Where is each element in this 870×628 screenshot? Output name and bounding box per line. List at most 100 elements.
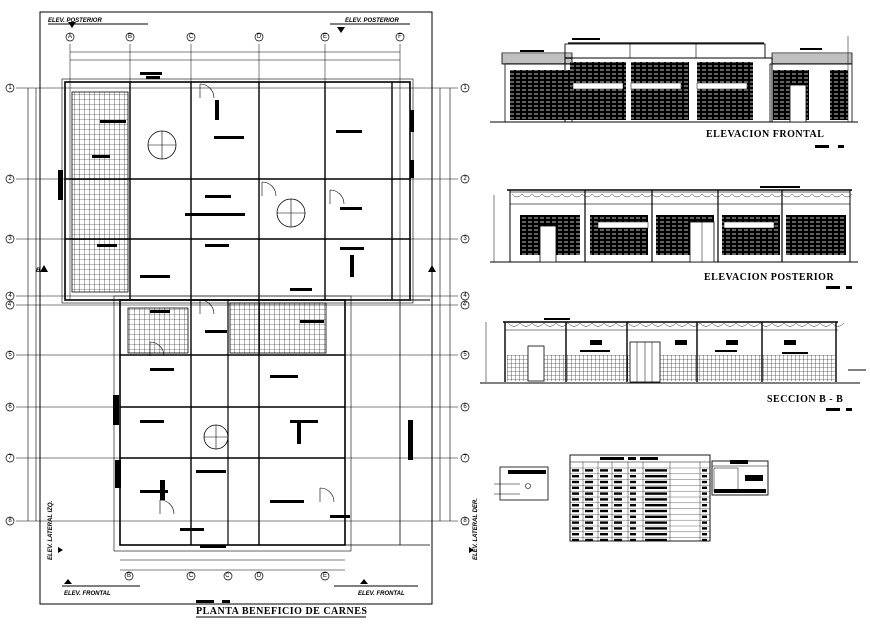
truss-arc [761, 193, 773, 198]
truss-arc [543, 322, 557, 327]
annotation-label-block [630, 515, 636, 518]
annotation-label-block [614, 475, 622, 478]
annotation-label-block [645, 533, 667, 536]
truss-arc [735, 322, 749, 327]
truss-arc [771, 193, 783, 198]
truss-arc [651, 322, 665, 327]
section-door [527, 345, 545, 382]
annotation-label-block [205, 244, 229, 247]
axis-bubble-label: D [257, 573, 262, 579]
annotation-label-block [100, 120, 126, 123]
annotation-label-block [585, 521, 593, 524]
truss-arc [531, 322, 545, 327]
truss-arc [781, 193, 793, 198]
annotation-label-block [600, 480, 608, 484]
axis-bubble-circle [460, 174, 470, 184]
clerestory [509, 191, 851, 205]
truss-arc [651, 193, 663, 198]
truss-arc [591, 322, 605, 327]
truss-arc [621, 193, 633, 198]
truss-arc [699, 322, 713, 327]
annotation-label-block [645, 480, 667, 484]
axis-bubble-circle [460, 350, 470, 360]
annotation-label-block [630, 521, 636, 524]
row-axis-bubble-right: 5 [460, 350, 470, 360]
annotation-label-block [702, 486, 707, 489]
row-axis-bubble-right: 4 [460, 291, 470, 301]
truss-arc [723, 322, 737, 327]
row-axis-bubble-left: 7 [5, 453, 15, 463]
annotation-label-block [290, 420, 318, 423]
annotation-label-block [572, 504, 579, 507]
axis-bubble-circle [186, 32, 196, 42]
annotation-label-block [196, 470, 226, 473]
axis-bubble-label: 6 [463, 404, 467, 410]
annotation-label-block [572, 486, 579, 489]
axis-bubble-label: 5 [463, 352, 467, 358]
annotation-label-block [745, 475, 763, 481]
section-arrow [428, 265, 436, 272]
annotation-label-block [630, 533, 636, 536]
annotation-label-block [336, 130, 362, 133]
axis-bubble-circle [124, 571, 134, 581]
window-grille [570, 62, 626, 120]
truss-arc [801, 193, 813, 198]
annotation-label-block [140, 275, 170, 278]
bottom-axis-bubble: C' [223, 571, 233, 581]
axis-bubble-label: D [257, 34, 262, 40]
row-axis-bubble-right: 2 [460, 174, 470, 184]
axis-bubble-circle [5, 516, 15, 526]
annotation-label-block [585, 533, 593, 536]
annotation-label-block [572, 480, 579, 484]
row-axis-bubble-left: 5 [5, 350, 15, 360]
axis-bubble-circle [5, 291, 15, 301]
truss-arc [759, 322, 773, 327]
truss-arc [771, 322, 785, 327]
bottom-axis-bubble: B [124, 571, 134, 581]
truss-arc [701, 193, 713, 198]
axis-bubble-label: C [189, 34, 194, 40]
axis-bubble-circle [320, 32, 330, 42]
annotation-label-block [600, 538, 608, 542]
annotation-label-block [572, 515, 579, 518]
annotation-label-block [614, 480, 622, 484]
annotation-label-block [630, 486, 636, 489]
truss-arc [751, 193, 763, 198]
door-swing [159, 499, 175, 515]
axis-bubble-label: F [398, 34, 402, 40]
axis-bubble-circle [254, 571, 264, 581]
annotation-label-block [150, 310, 170, 313]
annotation-label-block [702, 538, 707, 542]
annotation-label-block [600, 504, 608, 507]
column-axis-bubble: A [65, 32, 75, 42]
door-swing [149, 341, 165, 357]
column-axis-bubble: C [186, 32, 196, 42]
truss-arc [663, 322, 677, 327]
annotation-label-block [600, 469, 608, 472]
window-strip [597, 221, 649, 229]
column-axis-bubble: B [125, 32, 135, 42]
door-swing [329, 189, 345, 205]
annotation-label-block [215, 100, 219, 120]
row-axis-bubble-right: 1 [460, 83, 470, 93]
truss-arc [567, 322, 581, 327]
view-arrow [360, 579, 368, 584]
axis-bubble-circle [5, 83, 15, 93]
annotation-label-block [572, 38, 600, 40]
annotation-label-block [826, 408, 840, 411]
front-elevation-title: ELEVACION FRONTAL [706, 129, 824, 140]
axis-bubble-circle [223, 571, 233, 581]
tiled-wall [507, 355, 835, 381]
column-axis-bubble: E [320, 32, 330, 42]
annotation-label-block [645, 504, 667, 507]
annotation-label-block [645, 469, 667, 472]
annotation-label-block [140, 490, 168, 493]
annotation-label-block [585, 492, 593, 495]
front-door [789, 84, 807, 123]
annotation-label-block [614, 509, 622, 513]
elev-frontal-label-right: ELEV. FRONTAL [358, 591, 405, 597]
axis-bubble-label: 8 [8, 518, 12, 524]
axis-bubble-label: 4' [463, 302, 467, 308]
annotation-label-block [115, 460, 121, 488]
door-swing [199, 299, 215, 315]
